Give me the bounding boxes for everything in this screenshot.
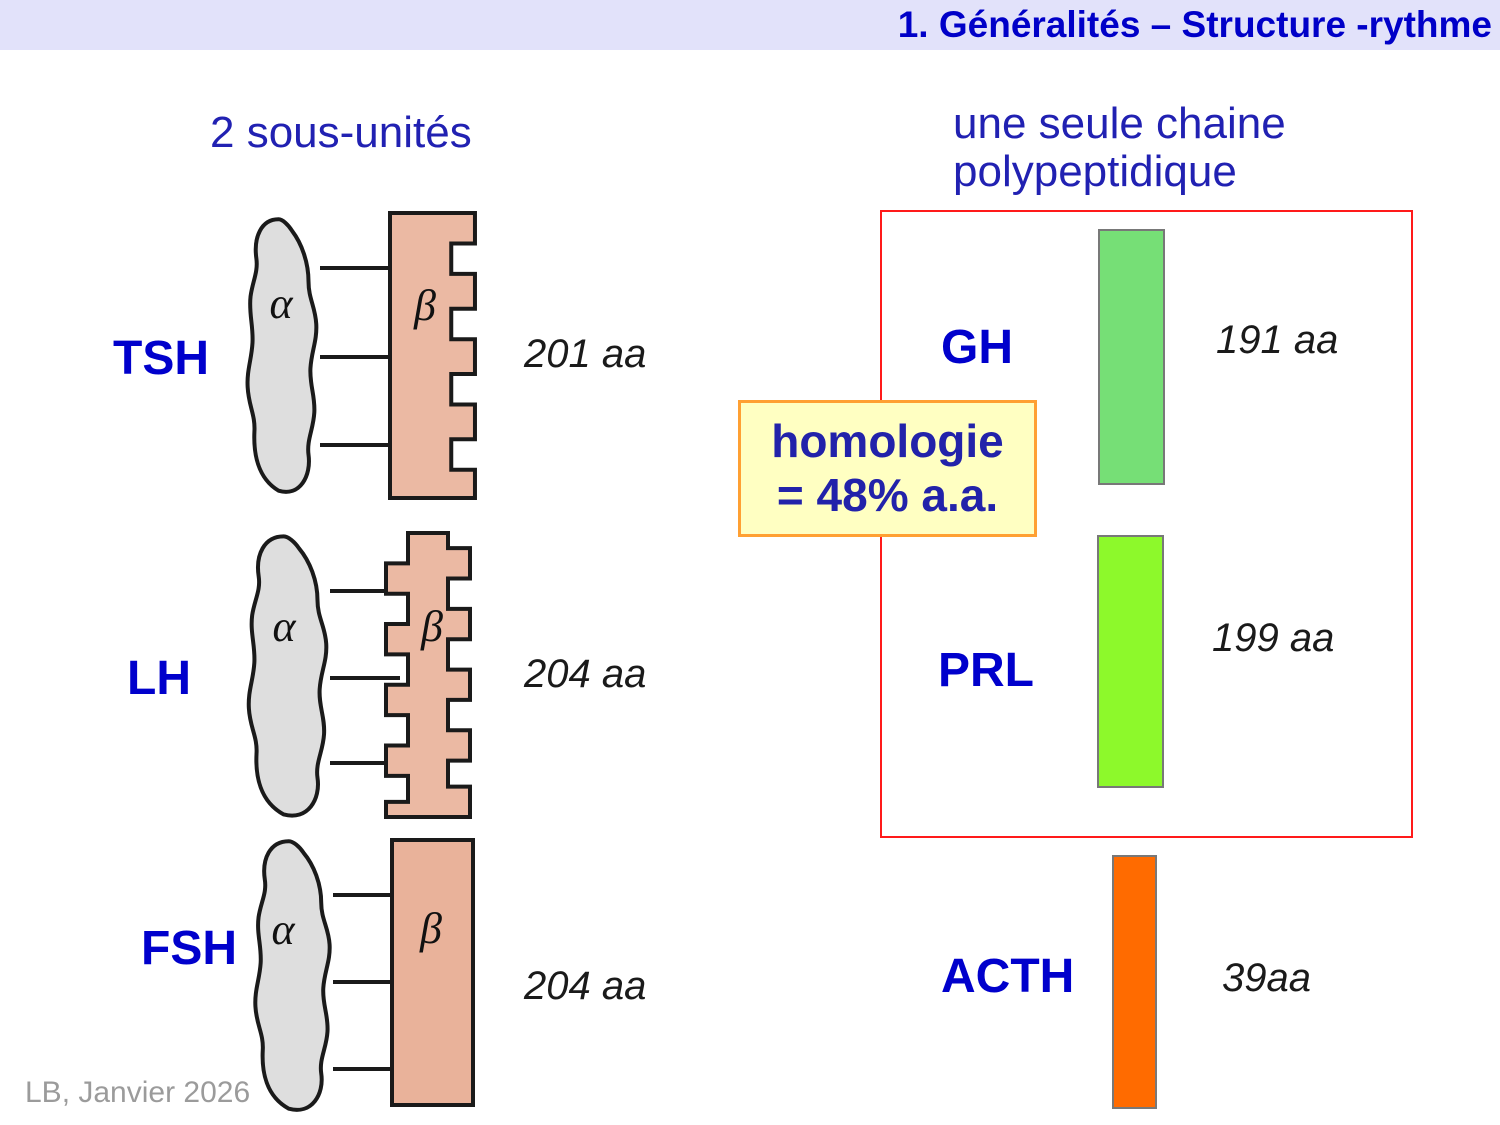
tsh-alpha-subunit-shape [248, 219, 317, 492]
prl-label: PRL [938, 644, 1034, 697]
gh-chain-bar [1098, 229, 1165, 485]
lh-label: LH [127, 652, 191, 705]
title-banner: 1. Généralités – Structure -rythme [0, 0, 1500, 50]
fsh-length-label: 204 aa [524, 964, 647, 1008]
lh-alpha-symbol: α [272, 602, 296, 651]
lh-structure-diagram: α β [230, 523, 480, 825]
fsh-alpha-subunit-shape [255, 841, 329, 1110]
homology-line1: homologie [771, 415, 1004, 468]
prl-chain-bar [1097, 535, 1164, 788]
author-date-credit: LB, Janvier 2026 [25, 1076, 251, 1109]
gh-label: GH [941, 321, 1013, 374]
right-heading-line1: une seule chaine [953, 99, 1286, 148]
lh-beta-subunit-shape [386, 533, 470, 817]
homology-line2: = 48% a.a. [776, 468, 999, 521]
right-heading-line2: polypeptidique [953, 146, 1237, 196]
lh-alpha-subunit-shape [249, 536, 327, 815]
homology-callout-box: homologie = 48% a.a. [738, 400, 1037, 537]
fsh-structure-diagram: α β [235, 838, 475, 1123]
acth-chain-bar [1112, 855, 1157, 1109]
tsh-beta-subunit-shape [390, 213, 475, 498]
left-column-heading: 2 sous-unités [210, 108, 472, 157]
lh-length-label: 204 aa [524, 652, 647, 696]
prl-length-label: 199 aa [1212, 616, 1335, 660]
slide-title: 1. Généralités – Structure -rythme [897, 4, 1492, 45]
lh-beta-symbol: β [420, 602, 443, 651]
tsh-label: TSH [113, 332, 209, 385]
fsh-beta-symbol: β [419, 904, 442, 953]
tsh-beta-symbol: β [413, 281, 436, 330]
tsh-length-label: 201 aa [524, 332, 647, 376]
right-column-heading: une seule chaine polypeptidique [953, 100, 1286, 195]
fsh-beta-subunit-shape [390, 838, 475, 1107]
acth-length-label: 39aa [1222, 956, 1311, 1000]
fsh-label: FSH [141, 922, 237, 975]
gh-length-label: 191 aa [1216, 318, 1339, 362]
tsh-structure-diagram: α β [230, 205, 485, 505]
fsh-alpha-symbol: α [271, 905, 295, 954]
acth-label: ACTH [941, 950, 1075, 1003]
tsh-alpha-symbol: α [269, 279, 293, 328]
